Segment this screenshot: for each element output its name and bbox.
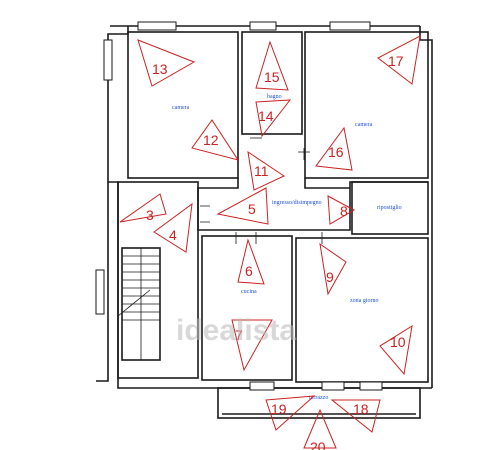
marker: 19: [271, 401, 287, 417]
label-ripostiglio: ripostiglio: [377, 205, 402, 211]
marker: 20: [310, 439, 326, 450]
marker: 5: [248, 201, 256, 217]
label-terrazzo: terrazzo: [309, 395, 328, 401]
label-cucina: cucina: [241, 289, 257, 295]
marker: 15: [264, 69, 280, 85]
door-marks: [200, 137, 323, 244]
label-bagno: bagno: [267, 94, 282, 100]
label-camera-left: camera: [172, 105, 190, 111]
label-zona-giorno: zona giorno: [350, 298, 379, 304]
marker: 18: [353, 401, 369, 417]
label-ingresso: ingresso/disimpegno: [272, 200, 322, 206]
markers: 13 15 17 14 12 16 11 3 5 8 4 6 9 7 10 19…: [146, 53, 406, 450]
room-labels: camera bagno camera ingresso/disimpegno …: [172, 94, 402, 401]
marker: 7: [235, 327, 243, 343]
marker: 11: [254, 163, 269, 179]
marker: 16: [328, 144, 344, 160]
watermark: idealista: [176, 314, 296, 347]
marker: 14: [258, 108, 274, 124]
marker: 10: [390, 334, 406, 350]
marker: 3: [146, 207, 154, 223]
marker: 17: [388, 53, 404, 69]
marker: 12: [203, 132, 219, 148]
windows: [95, 21, 383, 391]
marker: 8: [340, 203, 348, 219]
marker: 6: [245, 263, 253, 279]
stair-treads: [117, 248, 160, 360]
marker: 4: [169, 227, 177, 243]
view-cones: [119, 35, 421, 449]
label-camera-right: camera: [355, 122, 373, 128]
marker: 9: [326, 269, 334, 285]
marker: 13: [152, 61, 168, 77]
